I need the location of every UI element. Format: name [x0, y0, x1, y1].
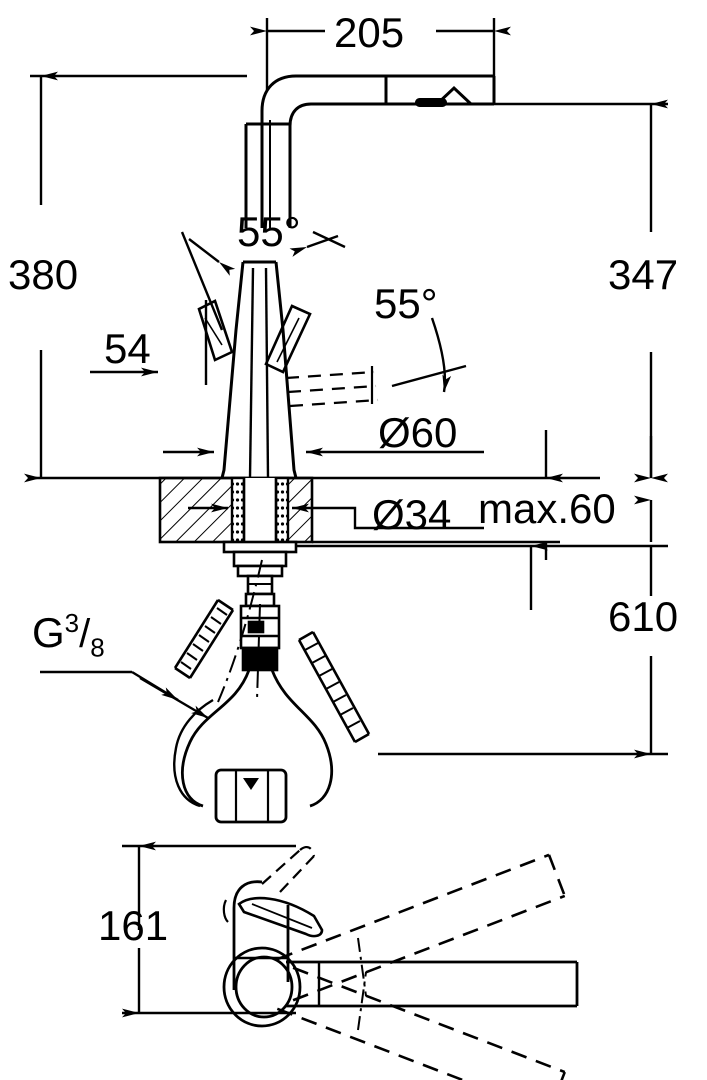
dimension-plan-height: [122, 841, 296, 1018]
dimension-label-total-height: 380: [8, 251, 79, 298]
thread-letter: G: [32, 609, 65, 656]
plan-lever: [237, 845, 324, 938]
spout-outline: [244, 74, 496, 228]
faucet-body-outline: [220, 260, 298, 479]
dimension-label-spout-height: 347: [608, 251, 679, 298]
thread-numerator: 3: [64, 608, 80, 638]
dimension-label-lever-swing-angle: 55°: [237, 208, 301, 255]
dimension-label-base-diameter: Ø60: [378, 409, 458, 456]
plan-view: [122, 841, 579, 1080]
plan-spout-ghost-positions: [276, 853, 566, 1080]
supply-hose-left: [173, 598, 235, 680]
plan-spout: [286, 960, 579, 1008]
angle-tilt-indicator: [391, 317, 467, 393]
dimension-label-lever-clearance: 54: [104, 325, 151, 372]
elevation-view: [24, 18, 668, 824]
supply-hose-right: [297, 630, 371, 744]
label-connection-thread: G3/8: [32, 609, 105, 660]
dimension-lever-clearance: [90, 300, 208, 385]
dimension-hose-length: [296, 541, 668, 759]
lever-handle: [197, 299, 379, 408]
plan-swivel-centrelines: [357, 937, 367, 1031]
thread-slash: /: [79, 612, 91, 656]
hose-counterweight: [214, 768, 288, 824]
thread-label-leaders: [40, 670, 209, 720]
dimension-label-spout-reach: 205: [334, 9, 405, 56]
dimension-label-deck-thickness: max.60: [478, 485, 616, 532]
dimension-label-lever-tilt-angle: 55°: [374, 280, 438, 327]
fixing-shank-assembly: [222, 540, 298, 608]
dimension-total-height: [24, 71, 600, 483]
dimension-label-hole-diameter: Ø34: [372, 491, 452, 538]
dimension-hole-diameter: [188, 503, 484, 530]
hose-axis-centreline: [217, 559, 263, 703]
dimension-label-hose-length: 610: [608, 593, 679, 640]
aerator-detail: [415, 85, 475, 107]
countertop-section: [158, 476, 314, 544]
dimension-deck-thickness: [312, 430, 668, 560]
thread-denominator: 8: [90, 632, 105, 663]
plan-swivel-base: [222, 946, 302, 1028]
angle-swing-indicator: [180, 230, 346, 331]
dimension-label-plan-height: 161: [98, 902, 169, 949]
